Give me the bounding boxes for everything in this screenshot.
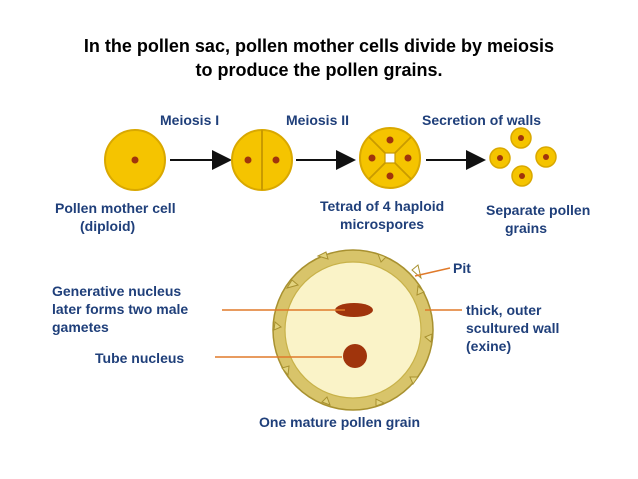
caption-mother-cell-line-1: Pollen mother cell [55,200,176,216]
label-wall-line-1: thick, outer [466,302,542,318]
tetrad-cell [359,127,421,189]
title-line-1: In the pollen sac, pollen mother cells d… [83,36,555,56]
label-pit: Pit [453,260,471,276]
label-secretion-of-walls: Secretion of walls [422,112,542,128]
caption-tetrad-line-2: microspores [340,216,425,232]
caption-mature-pollen-grain: One mature pollen grain [259,414,421,430]
caption-separate-line-1: Separate pollen [486,202,591,218]
label-generative-line-1: Generative nucleus [52,283,182,299]
label-meiosis-1: Meiosis I [160,112,220,128]
caption-separate-line-2: grains [505,220,548,236]
caption-tetrad-line-1: Tetrad of 4 haploid [320,198,445,214]
mature-pollen-grain [272,249,434,411]
label-wall-line-3: (exine) [466,338,512,354]
label-generative-line-2: later forms two male [52,301,189,317]
label-wall-line-2: scultured wall [466,320,560,336]
leader-lines [215,267,462,358]
label-meiosis-2: Meiosis II [286,112,350,128]
caption-mother-cell-line-2: (diploid) [80,218,136,234]
dyad-cell [231,129,293,191]
separate-pollen-grains [489,127,557,187]
label-tube-nucleus: Tube nucleus [95,350,185,366]
generative-nucleus [335,303,373,317]
tube-nucleus [343,344,367,368]
label-generative-line-3: gametes [52,319,109,335]
title-line-2: to produce the pollen grains. [195,60,443,80]
pollen-mother-cell [104,129,166,191]
